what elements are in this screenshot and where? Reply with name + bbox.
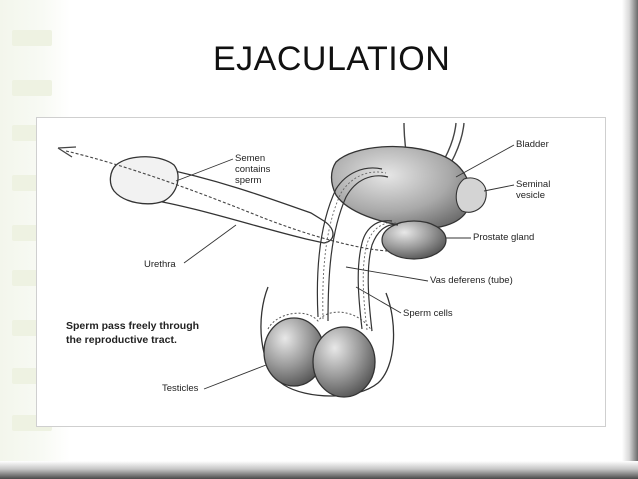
reproductive-tract-diagram: Bladder Seminal vesicle Prostate gland V… — [36, 117, 606, 427]
penis — [145, 166, 334, 244]
bladder-label: Bladder — [516, 139, 549, 150]
right-shadow-edge — [622, 0, 638, 479]
semen-label-line3: sperm — [235, 175, 262, 186]
urethra-label: Urethra — [144, 259, 176, 270]
prostate-gland — [381, 220, 447, 260]
epididymis — [267, 311, 373, 332]
semen-label-line2: contains — [235, 164, 271, 175]
glans — [109, 156, 179, 205]
seminal-vesicle-label-line1: Seminal — [516, 179, 551, 190]
decorative-block — [12, 30, 52, 46]
testicles-label: Testicles — [162, 383, 199, 394]
bladder — [330, 145, 472, 229]
ejaculation-arrow-icon — [57, 146, 77, 158]
caption-line1: Sperm pass freely through — [66, 320, 200, 332]
prostate-gland-label: Prostate gland — [473, 232, 535, 243]
label-leader-lines — [175, 144, 515, 390]
sperm-cells-path — [322, 171, 397, 331]
anatomy-illustration — [36, 117, 606, 427]
sperm-cells-label: Sperm cells — [403, 308, 453, 319]
testicle-right — [312, 326, 376, 398]
caption-line2: the reproductive tract. — [66, 334, 177, 346]
seminal-vesicle — [455, 177, 487, 213]
semen-label-line1: Semen — [235, 153, 266, 164]
diagram-frame — [36, 117, 606, 427]
decorative-block — [12, 80, 52, 96]
vas-deferens — [316, 167, 399, 332]
slide-title: EJACULATION — [213, 40, 451, 78]
vas-deferens-label: Vas deferens (tube) — [430, 275, 513, 286]
seminal-vesicle-label-line2: vesicle — [516, 190, 546, 201]
bottom-shadow-edge — [0, 461, 638, 479]
